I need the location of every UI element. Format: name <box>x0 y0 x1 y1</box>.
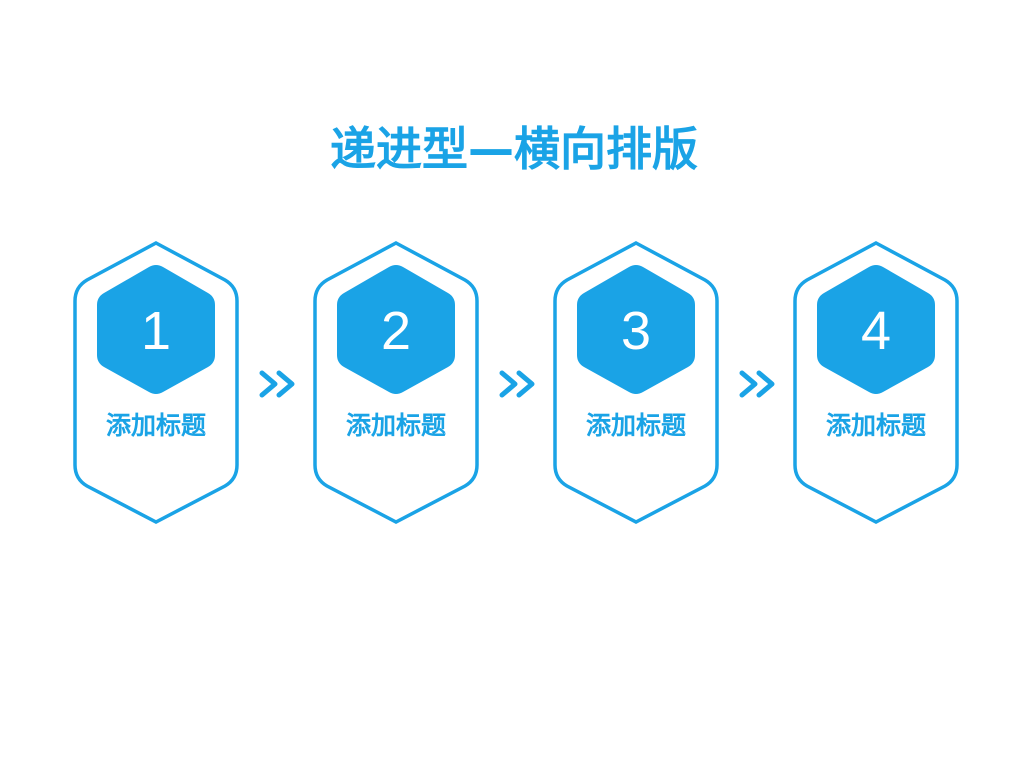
step-number: 2 <box>381 301 411 361</box>
step-card-4: 4 添加标题 <box>793 241 959 524</box>
step-card-3: 3 添加标题 <box>553 241 719 524</box>
step-hexagon-badge <box>577 265 695 394</box>
step-label: 添加标题 <box>586 411 686 440</box>
step-number: 4 <box>861 301 891 361</box>
step-label: 添加标题 <box>826 411 926 440</box>
double-chevron-right-icon <box>739 370 775 398</box>
step-card-2: 2 添加标题 <box>313 241 479 524</box>
step-card-1: 1 添加标题 <box>73 241 239 524</box>
step-label: 添加标题 <box>106 411 206 440</box>
step-hexagon-badge <box>337 265 455 394</box>
step-number: 3 <box>621 301 651 361</box>
double-chevron-right-icon <box>499 370 535 398</box>
step-number: 1 <box>141 301 171 361</box>
step-label: 添加标题 <box>346 411 446 440</box>
page-title: 递进型—横向排版 <box>330 122 698 176</box>
step-hexagon-badge <box>97 265 215 394</box>
step-hexagon-badge <box>817 265 935 394</box>
double-chevron-right-icon <box>259 370 295 398</box>
